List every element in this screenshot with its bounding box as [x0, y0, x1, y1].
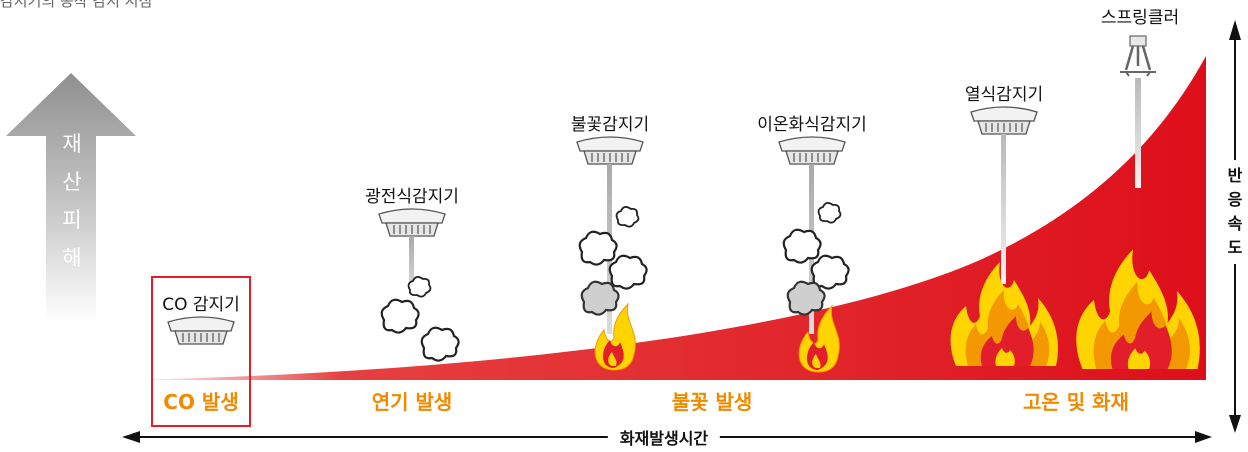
stage-label-flame: 불꽃 발생	[671, 390, 753, 414]
co-detector-label: CO 감지기	[162, 295, 240, 315]
stage-label-smoke: 연기 발생	[371, 390, 453, 414]
response-speed-label: 반 응 속 도	[1222, 160, 1248, 264]
time-axis-arrow-left	[122, 431, 140, 443]
flame-detector-icon	[576, 136, 644, 165]
header-cut-text: 감지기의 동작 감지 시점	[0, 0, 153, 10]
sprinkler-icon	[1120, 35, 1156, 77]
smoke-icon	[817, 202, 842, 224]
photoelectric-pole	[409, 236, 414, 294]
time-axis-label: 화재발생시간	[607, 425, 721, 449]
smoke-icon	[380, 298, 420, 334]
smoke-icon	[420, 326, 460, 362]
stage-label-high-temp-fire: 고온 및 화재	[1023, 390, 1129, 414]
response-speed-arrow-up	[1229, 20, 1241, 40]
damage-arrow-shape	[6, 73, 136, 322]
smoke-icon	[578, 230, 618, 266]
time-axis-arrow-right	[1195, 431, 1212, 443]
sprinkler-label: 스프링클러	[1100, 8, 1180, 28]
stage-label-co: CO 발생	[163, 390, 239, 414]
heat-detector-pole	[1001, 134, 1006, 284]
smoke-icon	[615, 206, 640, 228]
photoelectric-detector-label: 광전식감지기	[365, 187, 459, 207]
property-damage-label: 재 산 피 해	[62, 132, 82, 270]
smoke-icon	[580, 280, 620, 316]
flame-detector-label: 불꽃감지기	[570, 115, 650, 135]
smoke-icon	[786, 280, 826, 316]
fire-intensity-curve	[127, 56, 1206, 380]
heat-detector-icon	[970, 106, 1038, 135]
sprinkler-pole	[1135, 78, 1141, 188]
smoke-icon	[782, 228, 822, 264]
response-speed-arrow-down	[1229, 415, 1241, 433]
photoelectric-detector-icon	[378, 208, 446, 237]
heat-detector-label: 열식감지기	[964, 85, 1044, 105]
ionization-detector-label: 이온화식감지기	[757, 115, 867, 135]
smoke-icon	[608, 254, 648, 290]
co-highlight-box	[151, 276, 251, 427]
ionization-detector-icon	[778, 136, 846, 165]
